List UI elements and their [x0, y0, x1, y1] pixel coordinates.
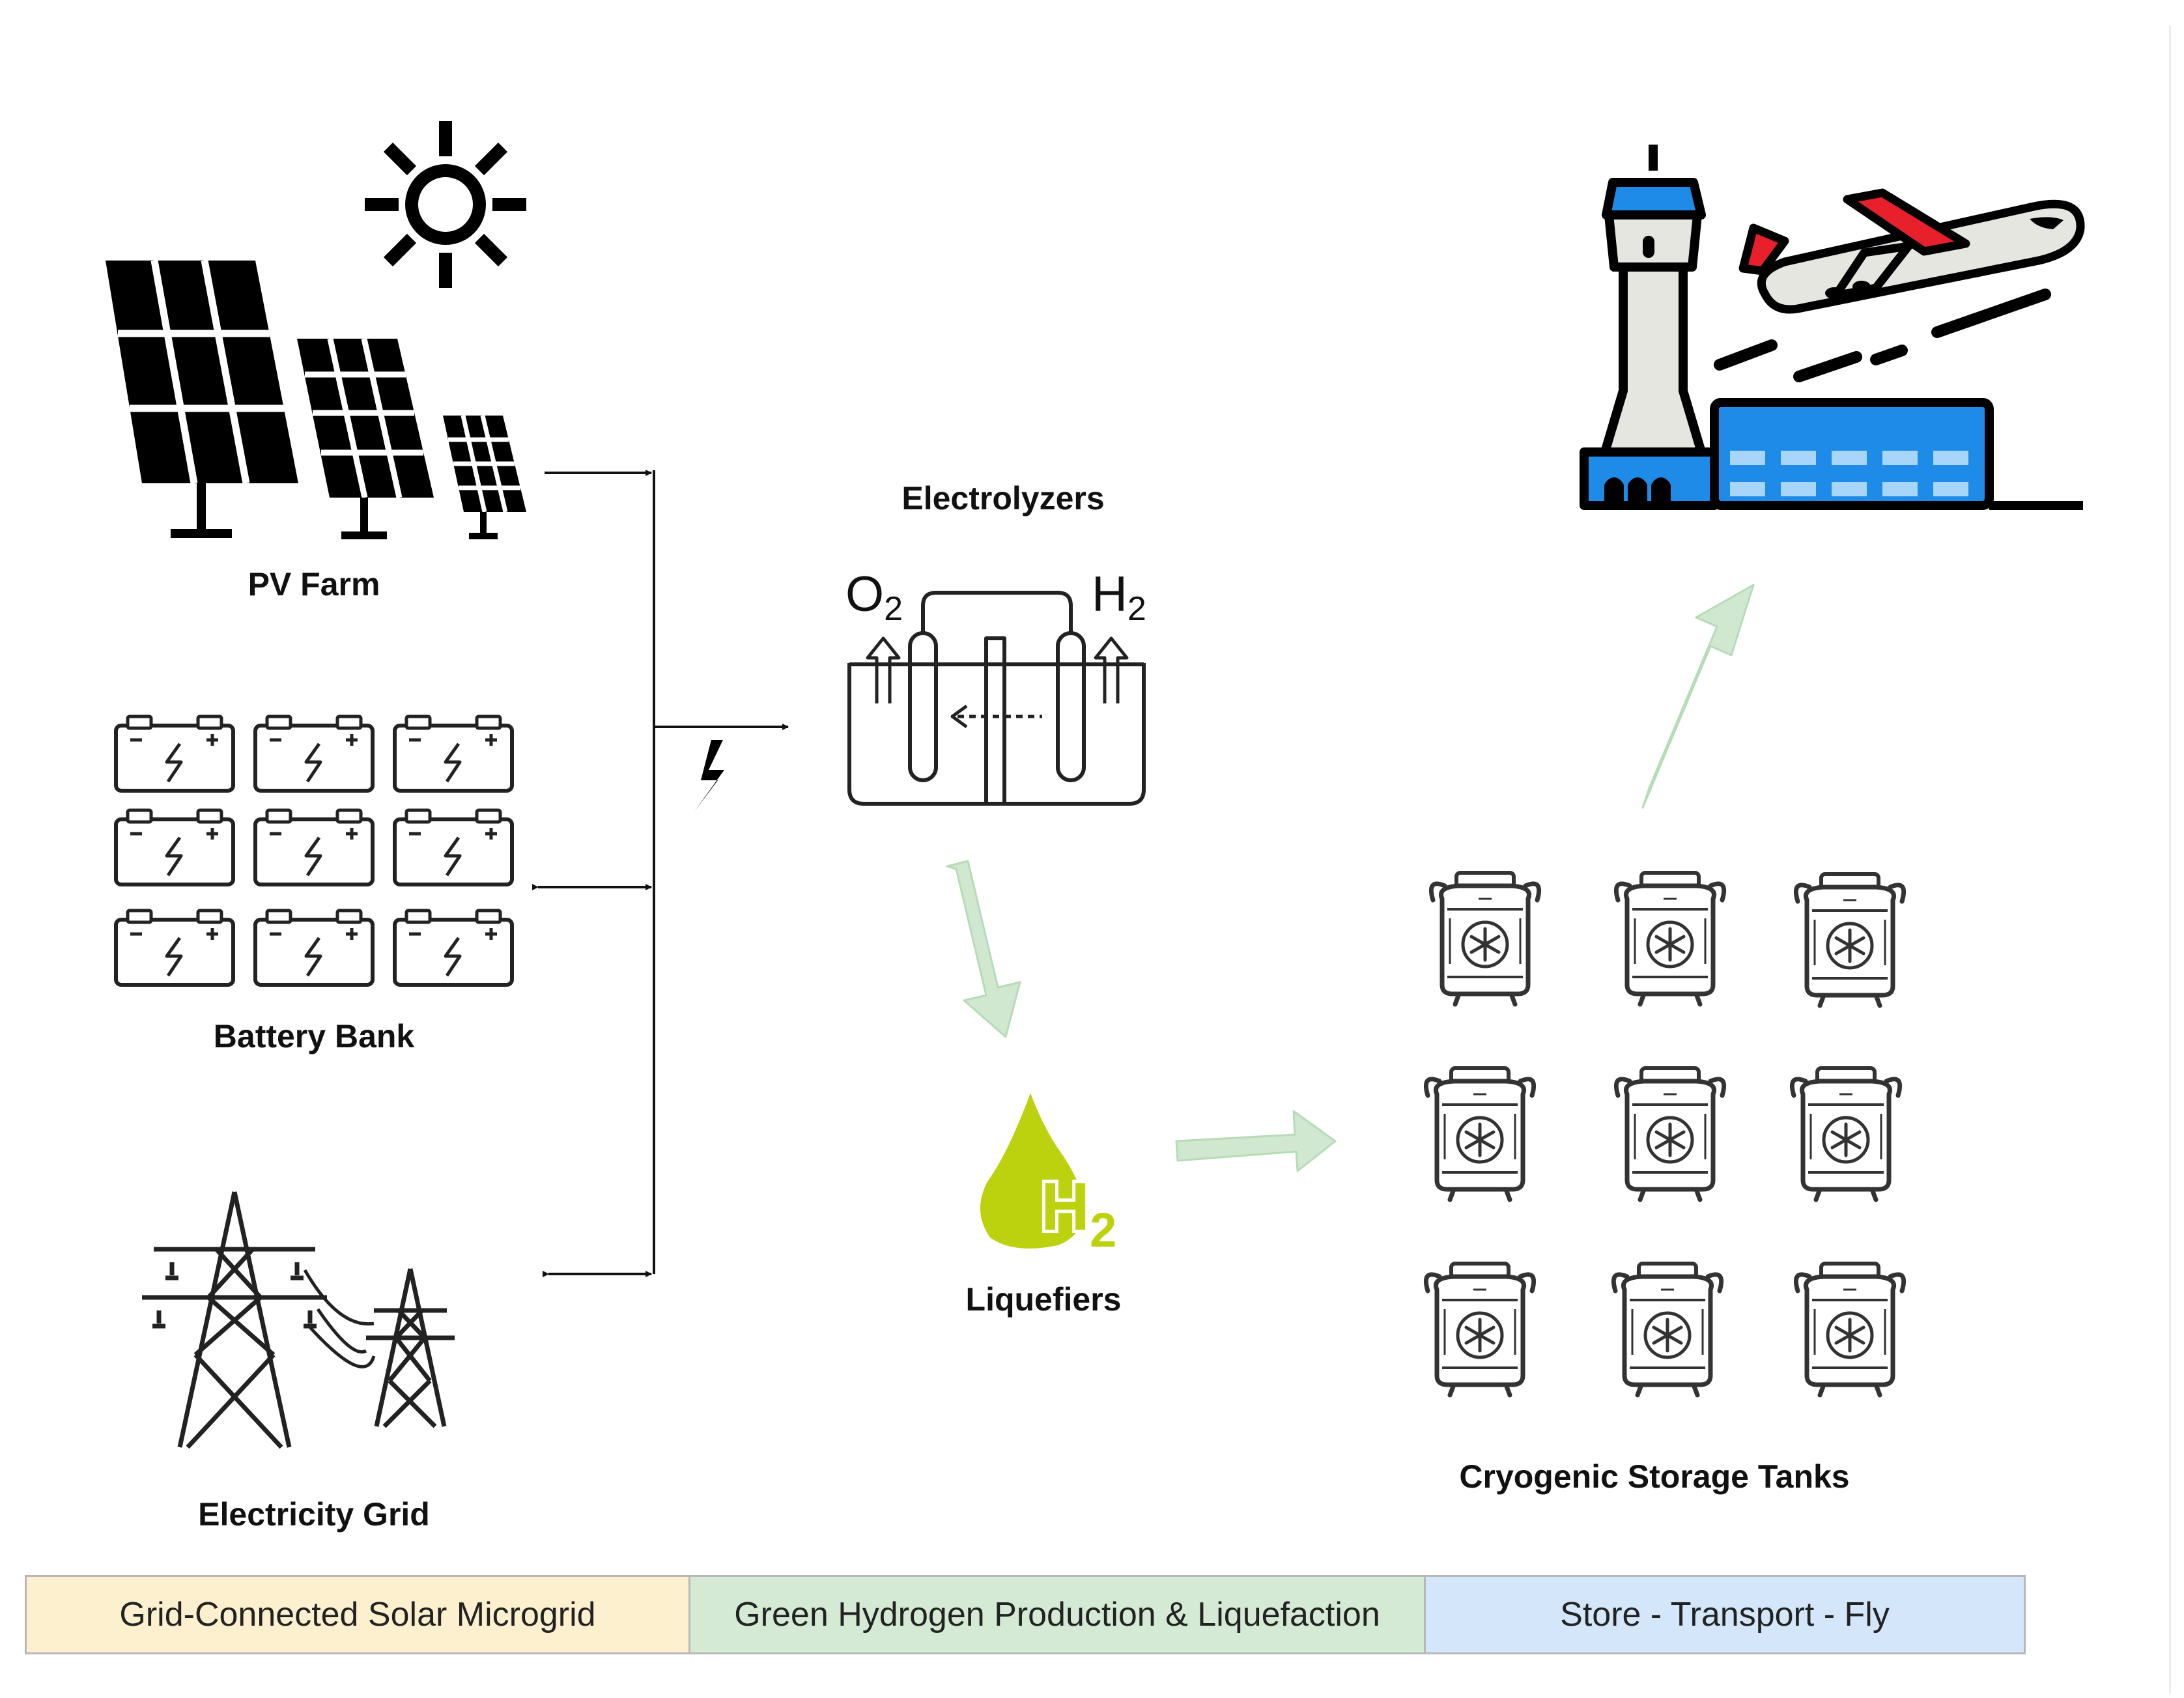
electrolyzer-to-liquefier-arrow — [946, 860, 1021, 1038]
electrolyzers-label: Electrolyzers — [901, 480, 1105, 516]
o2-label: O2 — [845, 567, 903, 628]
cryogenic-storage-label: Cryogenic Storage Tanks — [1459, 1458, 1850, 1495]
battery-icon — [116, 716, 512, 985]
legend-stage-store-fly: Store - Transport - Fly — [1424, 1577, 2024, 1652]
svg-text:H2: H2 — [1041, 1169, 1116, 1257]
liquefier-to-storage-arrow — [1175, 1110, 1337, 1172]
legend-stage-hydrogen: Green Hydrogen Production & Liquefaction — [688, 1577, 1424, 1652]
cryogenic-tank-icon — [1426, 873, 1903, 1395]
pv-farm-label: PV Farm — [248, 566, 380, 602]
hydrogen-drop-icon: H2 — [980, 1093, 1120, 1260]
bus-connectors — [532, 470, 789, 1277]
storage-to-airport-arrow — [1641, 584, 1755, 809]
power-pylon-icon — [142, 1191, 455, 1449]
page-edge-divider — [2169, 26, 2171, 1693]
h2-label: H2 — [1092, 567, 1146, 628]
battery-bank-label: Battery Bank — [213, 1018, 415, 1054]
airplane-icon — [1714, 188, 2085, 382]
terminal-building-icon — [1710, 398, 2083, 510]
solar-panel-icon — [106, 259, 526, 539]
electricity-grid-label: Electricity Grid — [198, 1496, 430, 1533]
electrolyzer-icon — [847, 591, 1146, 806]
liquefiers-label: Liquefiers — [965, 1281, 1122, 1318]
control-tower-icon — [1580, 145, 1719, 510]
flow-arrows — [946, 584, 1755, 1172]
lightning-bolt-icon — [694, 740, 724, 812]
stage-legend: Grid-Connected Solar Microgrid Green Hyd… — [25, 1575, 2026, 1654]
sun-icon — [365, 121, 526, 288]
legend-stage-solar-microgrid: Grid-Connected Solar Microgrid — [27, 1577, 688, 1652]
